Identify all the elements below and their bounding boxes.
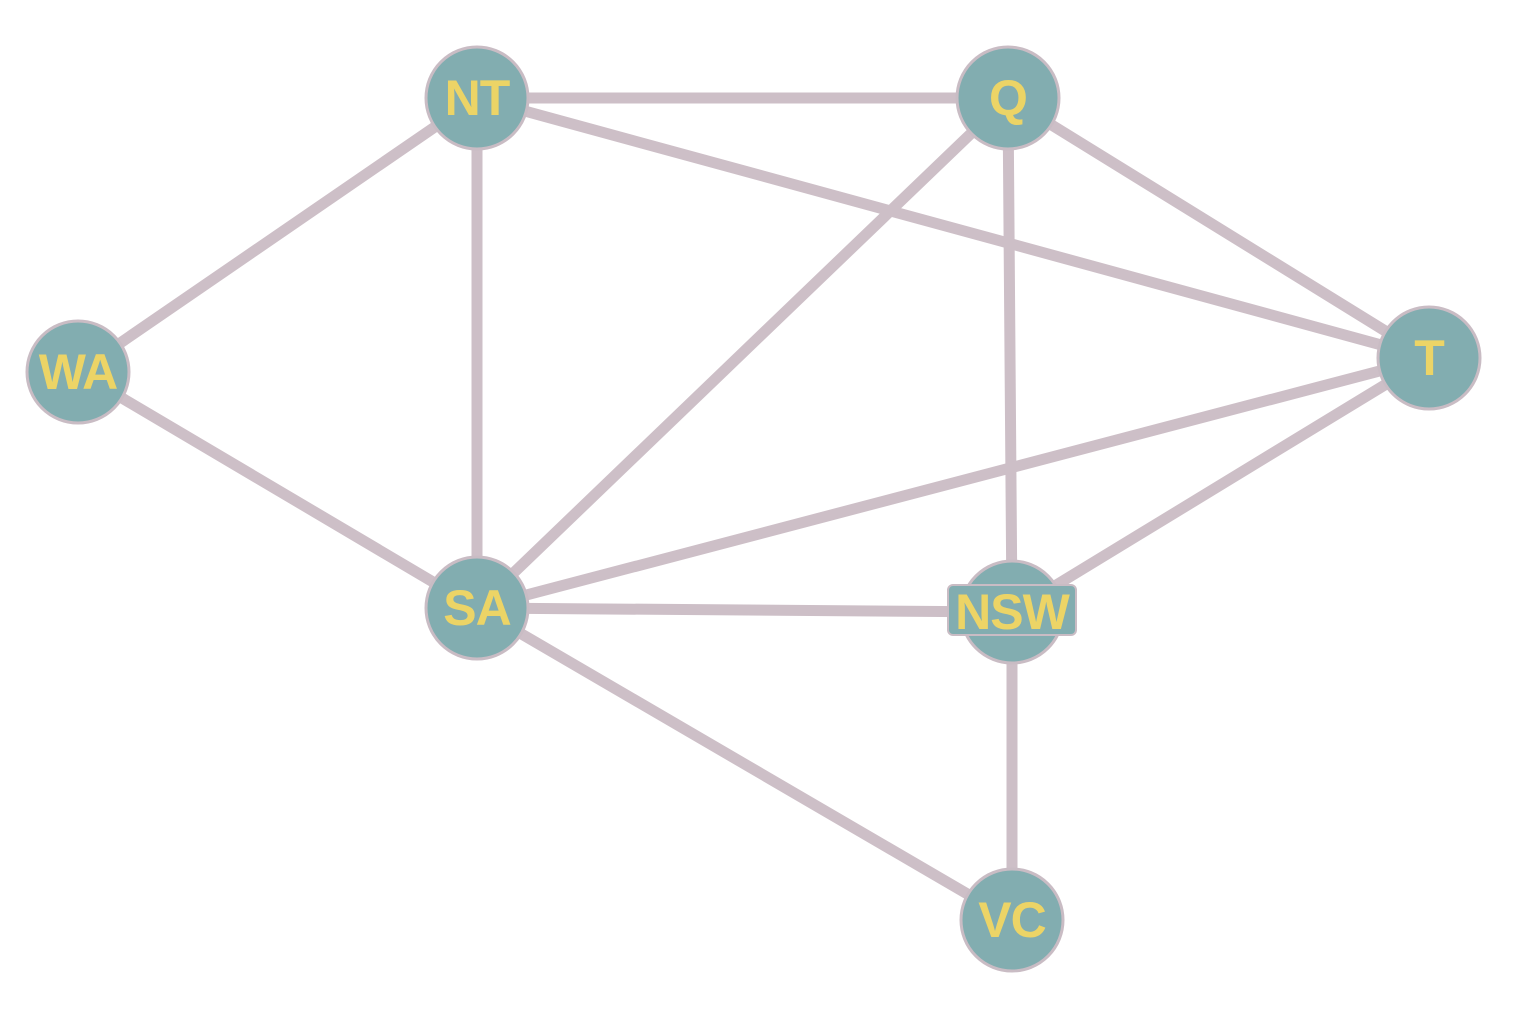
node-vc: VC [959,867,1065,973]
node-label-vc: VC [978,892,1045,948]
edge-sa-vc [471,602,1018,926]
node-circle-vc [959,867,1065,973]
edge-nsw-t [1006,352,1435,618]
node-nsw: NSW [947,559,1077,665]
node-circle-q [955,45,1061,151]
node-t: T [1376,305,1482,411]
edge-sa-nsw [471,602,1018,618]
edge-wa-sa [72,366,483,614]
node-circle-nt [424,45,530,151]
edge-nt-wa [72,92,483,378]
node-nt: NT [424,45,530,151]
edge-q-sa [471,92,1014,614]
edges-layer [72,92,1435,926]
node-q: Q [955,45,1061,151]
node-label-t: T [1414,330,1444,386]
edge-q-t [1002,92,1435,364]
node-label-bg-nsw [947,584,1077,636]
node-circle-t [1376,305,1482,411]
node-sa: SA [424,555,530,661]
edge-sa-t [471,352,1435,614]
node-circle-sa [424,555,530,661]
edge-q-nsw [1002,92,1018,618]
edge-nt-t [471,92,1435,364]
node-label-q: Q [989,70,1027,126]
node-label-sa: SA [443,580,510,636]
node-label-nsw: NSW [955,584,1070,640]
node-label-wa: WA [39,344,118,400]
node-circle-wa [25,319,131,425]
node-label-nt: NT [445,70,510,126]
node-wa: WA [25,319,131,425]
nodes-layer: NT Q WA T SA NSW VC [25,45,1482,973]
